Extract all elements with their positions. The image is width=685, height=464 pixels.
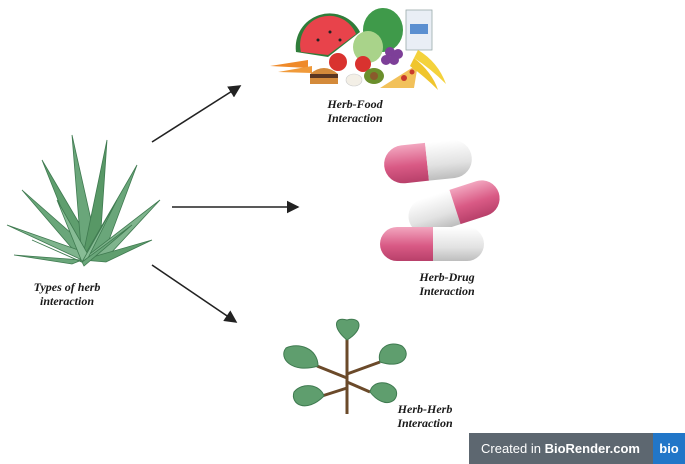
arrow-to-food xyxy=(151,85,242,143)
drug-label-line1: Herb-Drug xyxy=(419,270,475,284)
arrow-to-herb xyxy=(151,264,238,323)
biorender-logo-icon: bio xyxy=(653,433,685,464)
biorender-watermark[interactable]: Created in BioRender.com bio xyxy=(469,433,685,464)
leafy-herb-icon xyxy=(283,318,407,414)
source-label-line1: Types of herb xyxy=(33,280,101,294)
herb-label-line2: Interaction xyxy=(397,416,453,430)
source-label: Types of herb interaction xyxy=(12,280,122,308)
food-label: Herb-Food Interaction xyxy=(300,97,410,125)
watermark-brand: BioRender.com xyxy=(544,441,640,456)
herb-label-line1: Herb-Herb xyxy=(397,402,453,416)
agave-plant-icon xyxy=(6,134,161,267)
source-label-line2: interaction xyxy=(39,294,94,308)
watermark-prefix: Created in xyxy=(481,441,545,456)
watermark-text: Created in BioRender.com xyxy=(469,441,640,456)
food-label-line1: Herb-Food xyxy=(327,97,383,111)
capsule-pills-icon xyxy=(380,140,500,261)
herb-label: Herb-Herb Interaction xyxy=(370,402,480,430)
food-label-line2: Interaction xyxy=(327,111,383,125)
drug-label: Herb-Drug Interaction xyxy=(392,270,502,298)
assorted-food-icon xyxy=(270,8,446,90)
drug-label-line2: Interaction xyxy=(419,284,475,298)
